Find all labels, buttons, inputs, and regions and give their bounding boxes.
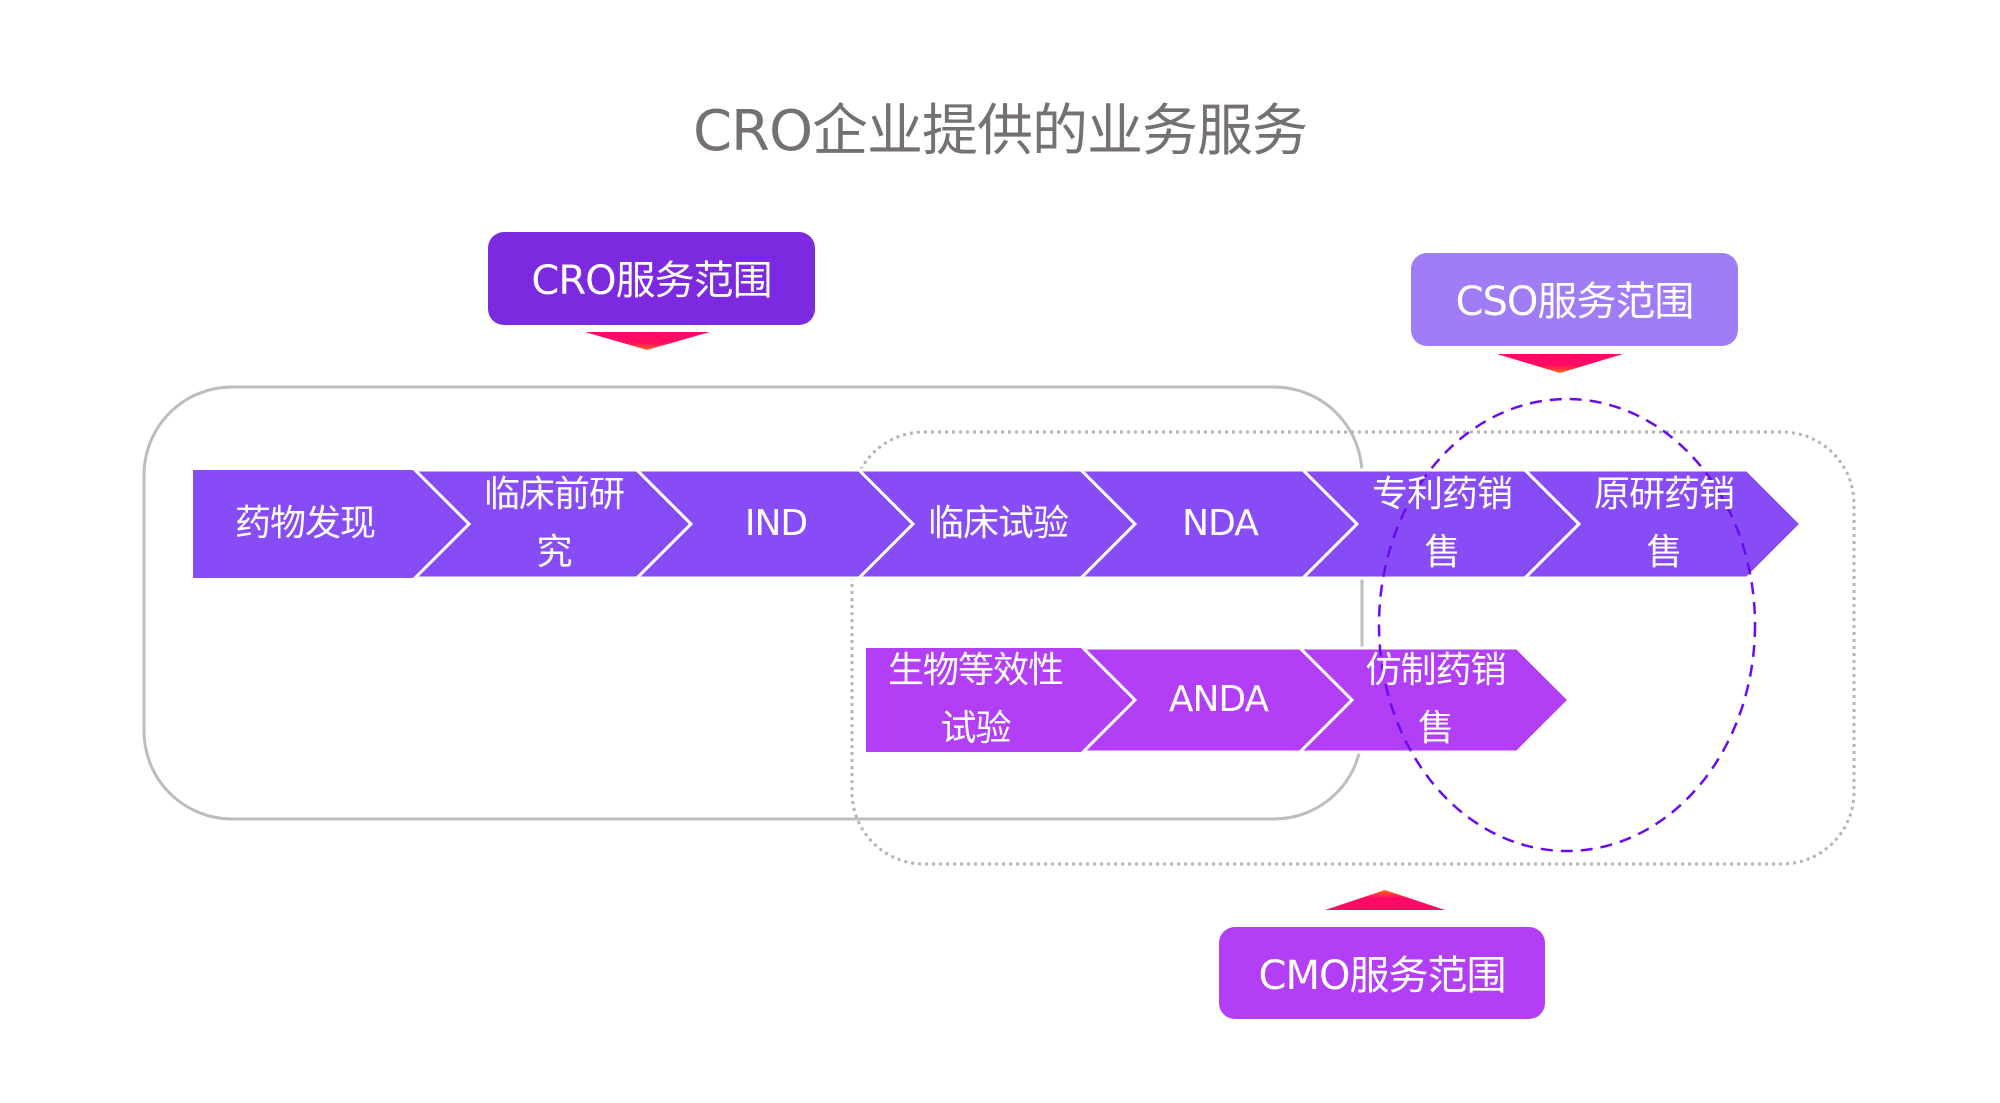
cmo-pointer-arrow [1325,890,1445,910]
main-chain-step-1 [193,470,469,578]
generic-chain [866,646,1572,754]
main-chain-step-label: NDA [1182,503,1259,544]
main-chain-step-label: IND [744,503,808,544]
main-chain-step-label: 临床试验 [927,503,1069,544]
cmo-scope-label: CMO服务范围 [1219,927,1545,1019]
cro-scope-label: CRO服务范围 [488,232,815,325]
generic-chain-step-label: ANDA [1168,679,1269,720]
cso-pointer-arrow [1497,354,1623,373]
main-chain-step-label: 专利药销售 [1371,474,1513,573]
main-chain-step-label: 药物发现 [234,503,376,544]
cro-scope-label-text: CRO服务范围 [531,258,772,304]
main-chain-step-7 [1521,468,1804,580]
cmo-scope-label-text: CMO服务范围 [1258,953,1507,999]
cmo-scope-region [850,430,1856,866]
cso-scope-label: CSO服务范围 [1411,253,1738,346]
main-chain-step-label: 原研药销售 [1593,474,1735,573]
cso-scope-label-text: CSO服务范围 [1455,279,1695,325]
generic-chain-step-label: 仿制药销售 [1365,650,1506,749]
generic-chain-step-1 [866,648,1135,752]
generic-chain-step-label: 生物等效性试验 [887,650,1064,749]
main-chain [193,468,1804,580]
cso-scope-region [1377,397,1757,853]
page-title: CRO企业提供的业务服务 [692,99,1308,164]
generic-chain-step-3 [1296,646,1572,754]
main-chain-step-label: 临床前研究 [483,474,625,573]
cro-pointer-arrow [585,332,710,350]
cro-scope-region [142,385,1364,821]
